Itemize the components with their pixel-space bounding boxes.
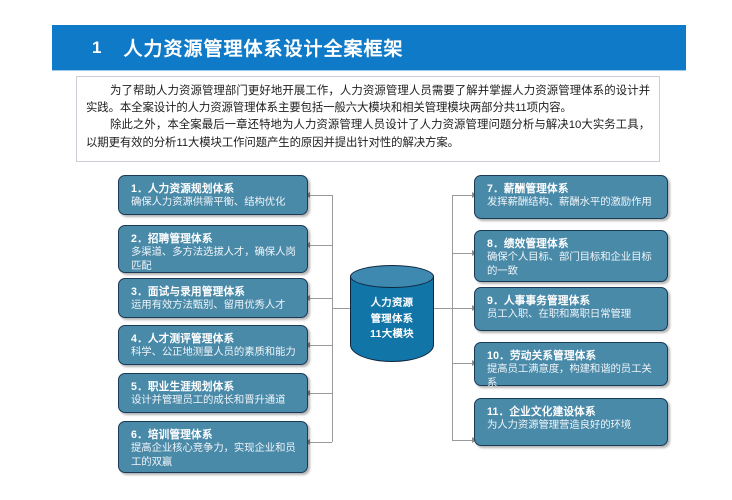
module-4-desc: 科学、公正地测量人员的素质和能力 [131,347,296,358]
page-title: 人力资源管理体系设计全案框架 [123,39,404,60]
connector-left-to-center [332,308,352,309]
module-box-9[interactable]: 9．人事事务管理体系 员工入职、在职和离职日常管理 [474,287,668,331]
module-1-desc: 确保人力资源供需平衡、结构优化 [131,197,286,208]
module-3-desc: 运用有效方法甄别、留用优秀人才 [131,300,286,311]
connector-branch-left-4 [310,345,332,346]
module-box-10[interactable]: 10．劳动关系管理体系 提高员工满意度，构建和谐的员工关系 [474,342,668,389]
module-4-title: 4．人才测评管理体系 [131,333,235,345]
module-11-title: 11．企业文化建设体系 [487,406,596,418]
connector-trunk-right [452,195,453,440]
module-8-desc: 确保个人目标、部门目标和企业目标的一致 [487,252,652,278]
module-box-4[interactable]: 4．人才测评管理体系 科学、公正地测量人员的素质和能力 [118,325,308,365]
cylinder-label-line-1: 人力资源 [370,298,414,309]
module-5-desc: 设计并管理员工的成长和晋升通道 [131,395,286,406]
connector-branch-left-6 [310,442,332,443]
connector-branch-right-8 [452,253,474,254]
module-7-title: 7．薪酬管理体系 [487,183,569,195]
module-box-7[interactable]: 7．薪酬管理体系 发挥薪酬结构、薪酬水平的激励作用 [474,175,668,219]
module-box-6[interactable]: 6．培训管理体系 提高企业核心竞争力，实现企业和员工的双赢 [118,421,308,473]
intro-paragraph-1: 为了帮助人力资源管理部门更好地开展工作，人力资源管理人员需要了解并掌握人力资源管… [86,85,650,115]
module-3-title: 3．面试与录用管理体系 [131,286,246,298]
module-6-title: 6．培训管理体系 [131,429,213,441]
intro-text-box: 为了帮助人力资源管理部门更好地开展工作，人力资源管理人员需要了解并掌握人力资源管… [76,76,660,162]
connector-branch-left-3 [310,298,332,299]
module-10-title: 10．劳动关系管理体系 [487,350,597,362]
module-5-title: 5．职业生涯规划体系 [131,381,235,393]
module-11-desc: 为人力资源管理营造良好的环境 [487,420,632,431]
connector-branch-right-9 [452,308,474,309]
module-box-3[interactable]: 3．面试与录用管理体系 运用有效方法甄别、留用优秀人才 [118,278,308,318]
module-box-11[interactable]: 11．企业文化建设体系 为人力资源管理营造良好的环境 [474,398,668,446]
connector-center-to-right [434,308,452,309]
module-6-desc: 提高企业核心竞争力，实现企业和员工的双赢 [131,443,296,469]
cylinder-label-line-2: 管理体系 [370,313,414,325]
connector-branch-right-10 [452,363,474,364]
header-section-number: 1 [92,37,102,57]
intro-paragraph-2: 除此之外，本全案最后一章还特地为人力资源管理人员设计了人力资源管理问题分析与解决… [86,119,650,149]
module-2-desc: 多渠道、多方法选拔人才，确保人岗匹配 [131,247,296,273]
connector-branch-left-5 [310,393,332,394]
center-cylinder[interactable]: 人力资源 管理体系 11大模块 [350,265,434,371]
connector-branch-left-1 [310,195,332,196]
module-10-desc: 提高员工满意度，构建和谐的员工关系 [487,364,652,390]
slide-header-bar: 1 人力资源管理体系设计全案框架 [52,25,686,70]
cylinder-label: 人力资源 管理体系 11大模块 [350,296,434,343]
module-9-desc: 员工入职、在职和离职日常管理 [487,309,632,320]
module-1-title: 1．人力资源规划体系 [131,183,235,195]
module-8-title: 8．绩效管理体系 [487,238,569,250]
cylinder-label-line-3: 11大模块 [370,329,414,340]
connector-branch-right-7 [452,195,474,196]
module-box-1[interactable]: 1．人力资源规划体系 确保人力资源供需平衡、结构优化 [118,175,308,215]
module-9-title: 9．人事事务管理体系 [487,295,591,307]
connector-branch-left-2 [310,245,332,246]
module-box-8[interactable]: 8．绩效管理体系 确保个人目标、部门目标和企业目标的一致 [474,230,668,282]
connector-trunk-left [332,195,333,442]
cylinder-top-ellipse [350,265,434,288]
module-7-desc: 发挥薪酬结构、薪酬水平的激励作用 [487,197,652,208]
module-box-5[interactable]: 5．职业生涯规划体系 设计并管理员工的成长和晋升通道 [118,373,308,413]
connector-branch-right-11 [452,440,474,441]
cylinder-body [350,276,434,362]
module-box-2[interactable]: 2．招聘管理体系 多渠道、多方法选拔人才，确保人岗匹配 [118,225,308,273]
module-2-title: 2．招聘管理体系 [131,233,213,245]
